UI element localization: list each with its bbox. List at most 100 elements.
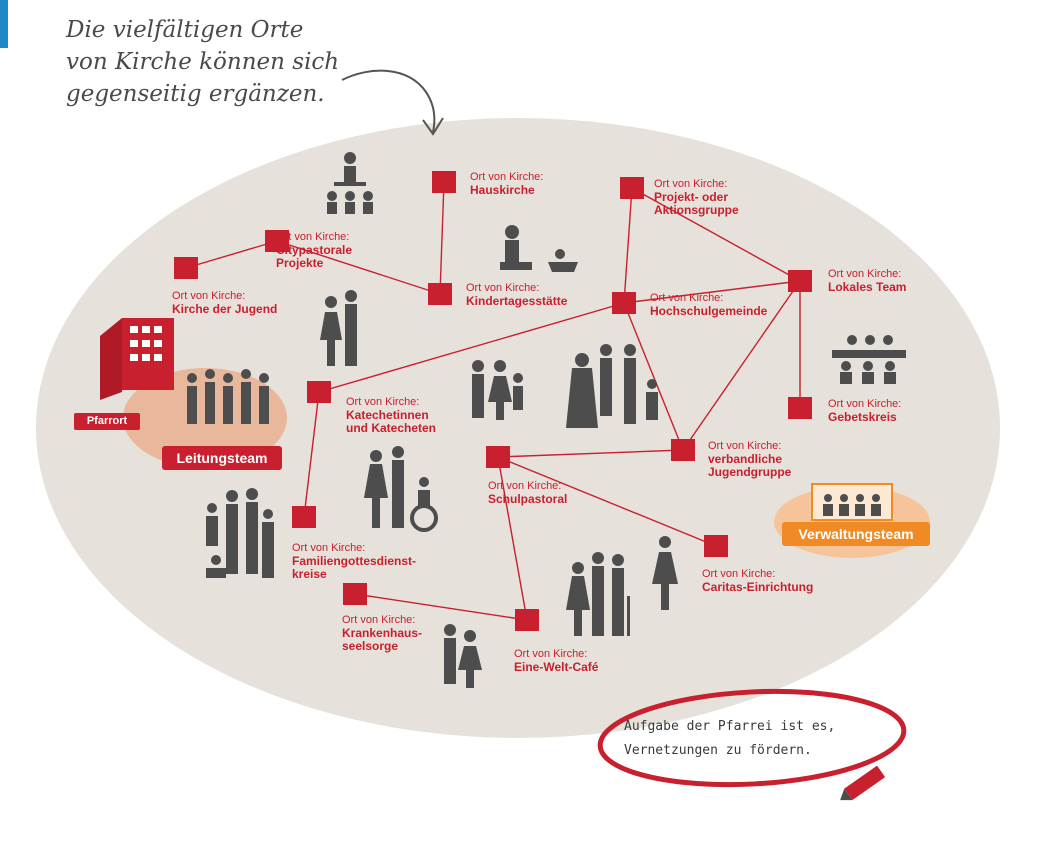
connection-line-projekt-lokales-team xyxy=(631,187,801,282)
headline-line-2: von Kirche können sich xyxy=(66,49,340,75)
church-building-icon xyxy=(100,318,174,400)
node-name: Aktionsgruppe xyxy=(654,203,739,217)
connection-line-hochschulgemeinde-jugendgruppe xyxy=(623,302,684,451)
node-label-lokales-team: Ort von Kirche: Lokales Team xyxy=(828,268,906,294)
node-name: Krankenhaus- xyxy=(342,626,423,640)
node-name: Kindertagesstätte xyxy=(466,294,568,308)
pfarrort-label: Pfarrort xyxy=(74,413,140,430)
node-label-citypastorale: Ort von Kirche: Citypastorale Projekte xyxy=(276,231,352,270)
pen-icon xyxy=(840,765,886,801)
edges-layer xyxy=(185,181,801,621)
node-square-hochschulgemeinde xyxy=(612,292,636,314)
network-note: Aufgabe der Pfarrei ist es, Vernetzungen… xyxy=(624,715,894,763)
connection-line-schulpastoral-caritas xyxy=(497,456,717,547)
node-name: Katechetinnen xyxy=(346,408,429,422)
node-name: kreise xyxy=(292,567,327,581)
node-prefix: Ort von Kirche: xyxy=(708,440,782,452)
couple-icon xyxy=(320,290,357,366)
node-label-hauskirche: Ort von Kirche: Hauskirche xyxy=(470,171,543,197)
node-squares-layer xyxy=(174,171,812,631)
teacher-with-pupils-icon xyxy=(327,152,373,214)
connection-line-citypastorale-kindertagesstaette xyxy=(276,240,441,295)
node-name: Eine-Welt-Café xyxy=(514,660,599,674)
connection-line-krankenhaus-eine-welt-cafe xyxy=(354,593,528,621)
connection-line-projekt-hochschulgemeinde xyxy=(623,187,633,304)
node-square-projekt xyxy=(620,177,644,199)
node-prefix: Ort von Kirche: xyxy=(276,231,350,243)
leitungsteam-people-icon xyxy=(187,369,269,424)
node-label-kindertagesstaette: Ort von Kirche: Kindertagesstätte xyxy=(466,282,567,308)
headline-line-3: gegenseitig ergänzen. xyxy=(66,81,325,107)
node-label-kirche-der-jugend: Ort von Kirche: Kirche der Jugend xyxy=(172,290,277,316)
node-name: Hauskirche xyxy=(470,183,535,197)
node-square-eine-welt-cafe xyxy=(515,609,539,631)
headline-arrow xyxy=(341,69,436,133)
node-label-schulpastoral: Ort von Kirche: Schulpastoral xyxy=(488,480,567,506)
node-name: Gebetskreis xyxy=(828,410,897,424)
kneeling-with-child-icon xyxy=(500,225,578,272)
node-square-schulpastoral xyxy=(486,446,510,468)
large-family-icon xyxy=(206,488,274,578)
node-name: Familiengottesdienst- xyxy=(292,554,417,568)
verwaltungsteam-label: Verwaltungsteam xyxy=(782,522,930,546)
node-name: Schulpastoral xyxy=(488,492,568,506)
node-square-kindertagesstaette xyxy=(428,283,452,305)
node-prefix: Ort von Kirche: xyxy=(650,292,724,304)
node-name: Caritas-Einrichtung xyxy=(702,580,814,594)
node-name: Kirche der Jugend xyxy=(172,302,278,316)
node-prefix: Ort von Kirche: xyxy=(466,282,540,294)
wheelchair-group-icon xyxy=(364,446,438,532)
node-prefix: Ort von Kirche: xyxy=(172,290,246,302)
node-prefix: Ort von Kirche: xyxy=(470,171,544,183)
connection-line-lokales-team-jugendgruppe xyxy=(682,280,801,451)
headline-line-1: Die vielfältigen Orte xyxy=(66,17,304,43)
node-prefix: Ort von Kirche: xyxy=(828,398,902,410)
connection-line-hauskirche-kindertagesstaette xyxy=(439,181,445,295)
note-ring xyxy=(597,688,907,788)
node-square-familiengottesdienst xyxy=(292,506,316,528)
elderly-couple-icon xyxy=(566,552,630,636)
node-prefix: Ort von Kirche: xyxy=(488,480,562,492)
connection-line-hochschulgemeinde-katechetinnen xyxy=(318,302,625,393)
node-label-familiengottesdienst: Ort von Kirche: Familiengottesdienst- kr… xyxy=(292,542,416,581)
node-name: Hochschulgemeinde xyxy=(650,304,768,318)
family-people-icon xyxy=(472,360,523,420)
node-prefix: Ort von Kirche: xyxy=(828,268,902,280)
node-prefix: Ort von Kirche: xyxy=(346,396,420,408)
note-line-1: Aufgabe der Pfarrei ist es, xyxy=(624,719,836,734)
node-square-caritas xyxy=(704,535,728,557)
woman-icon xyxy=(652,536,678,610)
node-name: und Katecheten xyxy=(346,421,437,435)
node-name: Projekte xyxy=(276,256,324,270)
node-name: Projekt- oder xyxy=(654,190,729,204)
node-label-projekt: Ort von Kirche: Projekt- oder Aktionsgru… xyxy=(654,178,739,217)
node-label-eine-welt-cafe: Ort von Kirche: Eine-Welt-Café xyxy=(514,648,598,674)
node-label-katechetinnen: Ort von Kirche: Katechetinnen und Katech… xyxy=(346,396,436,435)
node-label-gebetskreis: Ort von Kirche: Gebetskreis xyxy=(828,398,901,424)
administration-team-icon xyxy=(811,483,893,521)
nun-and-people-icon xyxy=(566,344,658,428)
connection-line-kirche-der-jugend-citypastorale xyxy=(185,240,278,269)
headline-arrow-head xyxy=(422,117,444,136)
node-square-krankenhaus xyxy=(343,583,367,605)
headline: Die vielfältigen Orte von Kirche können … xyxy=(66,14,386,110)
node-prefix: Ort von Kirche: xyxy=(292,542,366,554)
node-square-gebetskreis xyxy=(788,397,812,419)
connection-line-lokales-team-hochschulgemeinde xyxy=(623,280,801,304)
node-prefix: Ort von Kirche: xyxy=(514,648,588,660)
node-square-lokales-team xyxy=(788,270,812,292)
node-name: Lokales Team xyxy=(828,280,907,294)
leitungsteam-label: Leitungsteam xyxy=(162,446,282,470)
node-square-hauskirche xyxy=(432,171,456,193)
node-square-katechetinnen xyxy=(307,381,331,403)
pair-icon xyxy=(444,624,482,688)
node-label-hochschulgemeinde: Ort von Kirche: Hochschulgemeinde xyxy=(650,292,767,318)
note-line-2: Vernetzungen zu fördern. xyxy=(624,743,812,758)
node-prefix: Ort von Kirche: xyxy=(342,614,416,626)
node-prefix: Ort von Kirche: xyxy=(654,178,728,190)
connection-line-katechetinnen-familiengottesdienst xyxy=(303,391,320,518)
connection-line-schulpastoral-eine-welt-cafe xyxy=(497,456,528,621)
node-square-citypastorale xyxy=(265,230,289,252)
node-name: Jugendgruppe xyxy=(708,465,792,479)
node-prefix: Ort von Kirche: xyxy=(702,568,776,580)
